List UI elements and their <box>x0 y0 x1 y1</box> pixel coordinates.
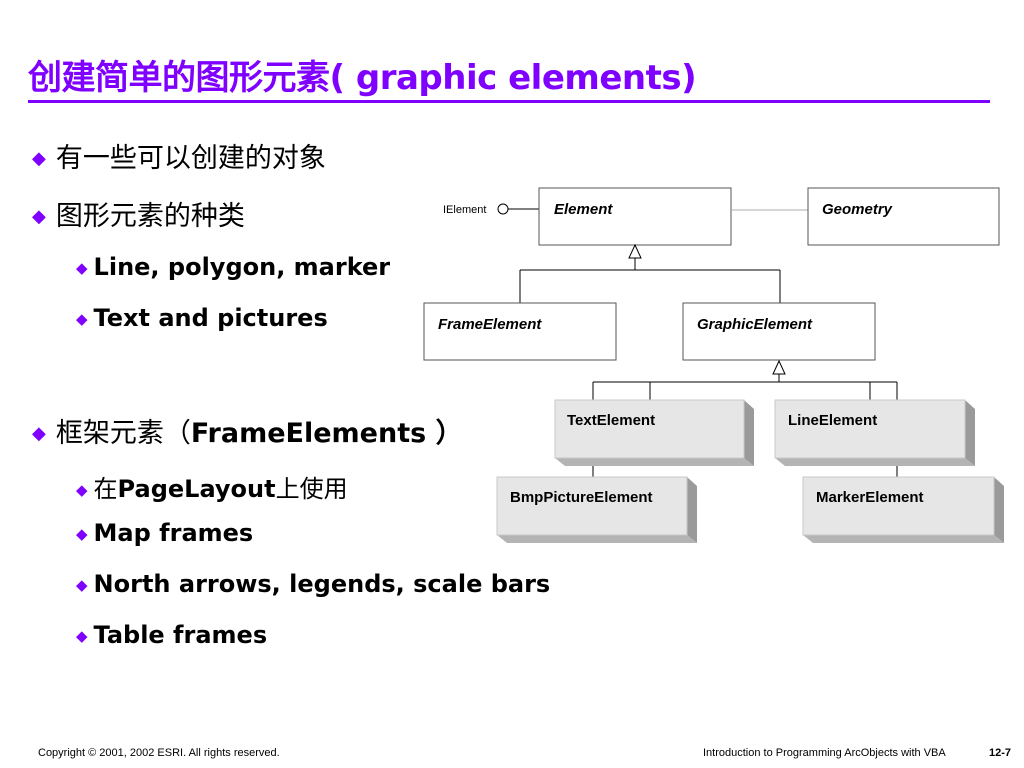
diamond-bullet-icon: ◆ <box>32 423 46 444</box>
text-element-class-label: TextElement <box>567 412 655 429</box>
text-element-class-box <box>554 399 754 466</box>
graphic-element-class-box <box>682 302 876 361</box>
title-underline <box>28 100 990 103</box>
bullet-table-frames: ◆Table frames <box>76 621 268 649</box>
element-inheritance-connector <box>519 258 781 303</box>
diamond-bullet-icon: ◆ <box>76 627 88 645</box>
footer-copyright: Copyright © 2001, 2002 ESRI. All rights … <box>38 747 280 759</box>
frame-element-class-box <box>423 302 617 361</box>
ielement-interface-label: IElement <box>443 204 486 216</box>
marker-element-class-label: MarkerElement <box>816 489 924 506</box>
graphic-element-class-label: GraphicElement <box>697 316 813 333</box>
frame-element-class-label: FrameElement <box>438 316 542 333</box>
bullet-creatable-objects: ◆有一些可以创建的对象 <box>32 143 326 174</box>
diamond-bullet-icon: ◆ <box>76 310 88 328</box>
footer-course-title: Introduction to Programming ArcObjects w… <box>703 747 946 759</box>
inheritance-arrow-icon <box>772 359 786 375</box>
element-class-label: Element <box>554 201 613 218</box>
geometry-class-label: Geometry <box>822 201 893 218</box>
bullet-text-and-pictures: ◆Text and pictures <box>76 304 328 332</box>
diamond-bullet-icon: ◆ <box>76 576 88 594</box>
interface-lollipop-icon <box>497 203 509 215</box>
geometry-class-box <box>807 187 1000 246</box>
bullet-graphic-element-types: ◆图形元素的种类 <box>32 201 245 232</box>
bullet-frame-elements: ◆框架元素（FrameElements ） <box>32 418 463 449</box>
diamond-bullet-icon: ◆ <box>76 481 88 499</box>
marker-element-class-box <box>802 476 1004 543</box>
bmp-picture-element-class-box <box>496 476 697 543</box>
slide-title: 创建简单的图形元素( graphic elements) <box>28 58 697 98</box>
diamond-bullet-icon: ◆ <box>32 148 46 169</box>
line-element-class-box <box>774 399 975 466</box>
bmp-picture-element-class-label: BmpPictureElement <box>510 489 653 506</box>
element-class-box <box>538 187 732 246</box>
bullet-map-frames: ◆Map frames <box>76 519 254 547</box>
diamond-bullet-icon: ◆ <box>76 525 88 543</box>
bullet-page-layout: ◆在PageLayout上使用 <box>76 475 348 503</box>
footer-page-number: 12-7 <box>989 747 1012 759</box>
diamond-bullet-icon: ◆ <box>76 259 88 277</box>
diamond-bullet-icon: ◆ <box>32 206 46 227</box>
bullet-line-polygon-marker: ◆Line, polygon, marker <box>76 253 391 281</box>
line-element-class-label: LineElement <box>788 412 877 429</box>
inheritance-arrow-icon <box>628 243 642 259</box>
bullet-north-arrows: ◆North arrows, legends, scale bars <box>76 570 551 598</box>
